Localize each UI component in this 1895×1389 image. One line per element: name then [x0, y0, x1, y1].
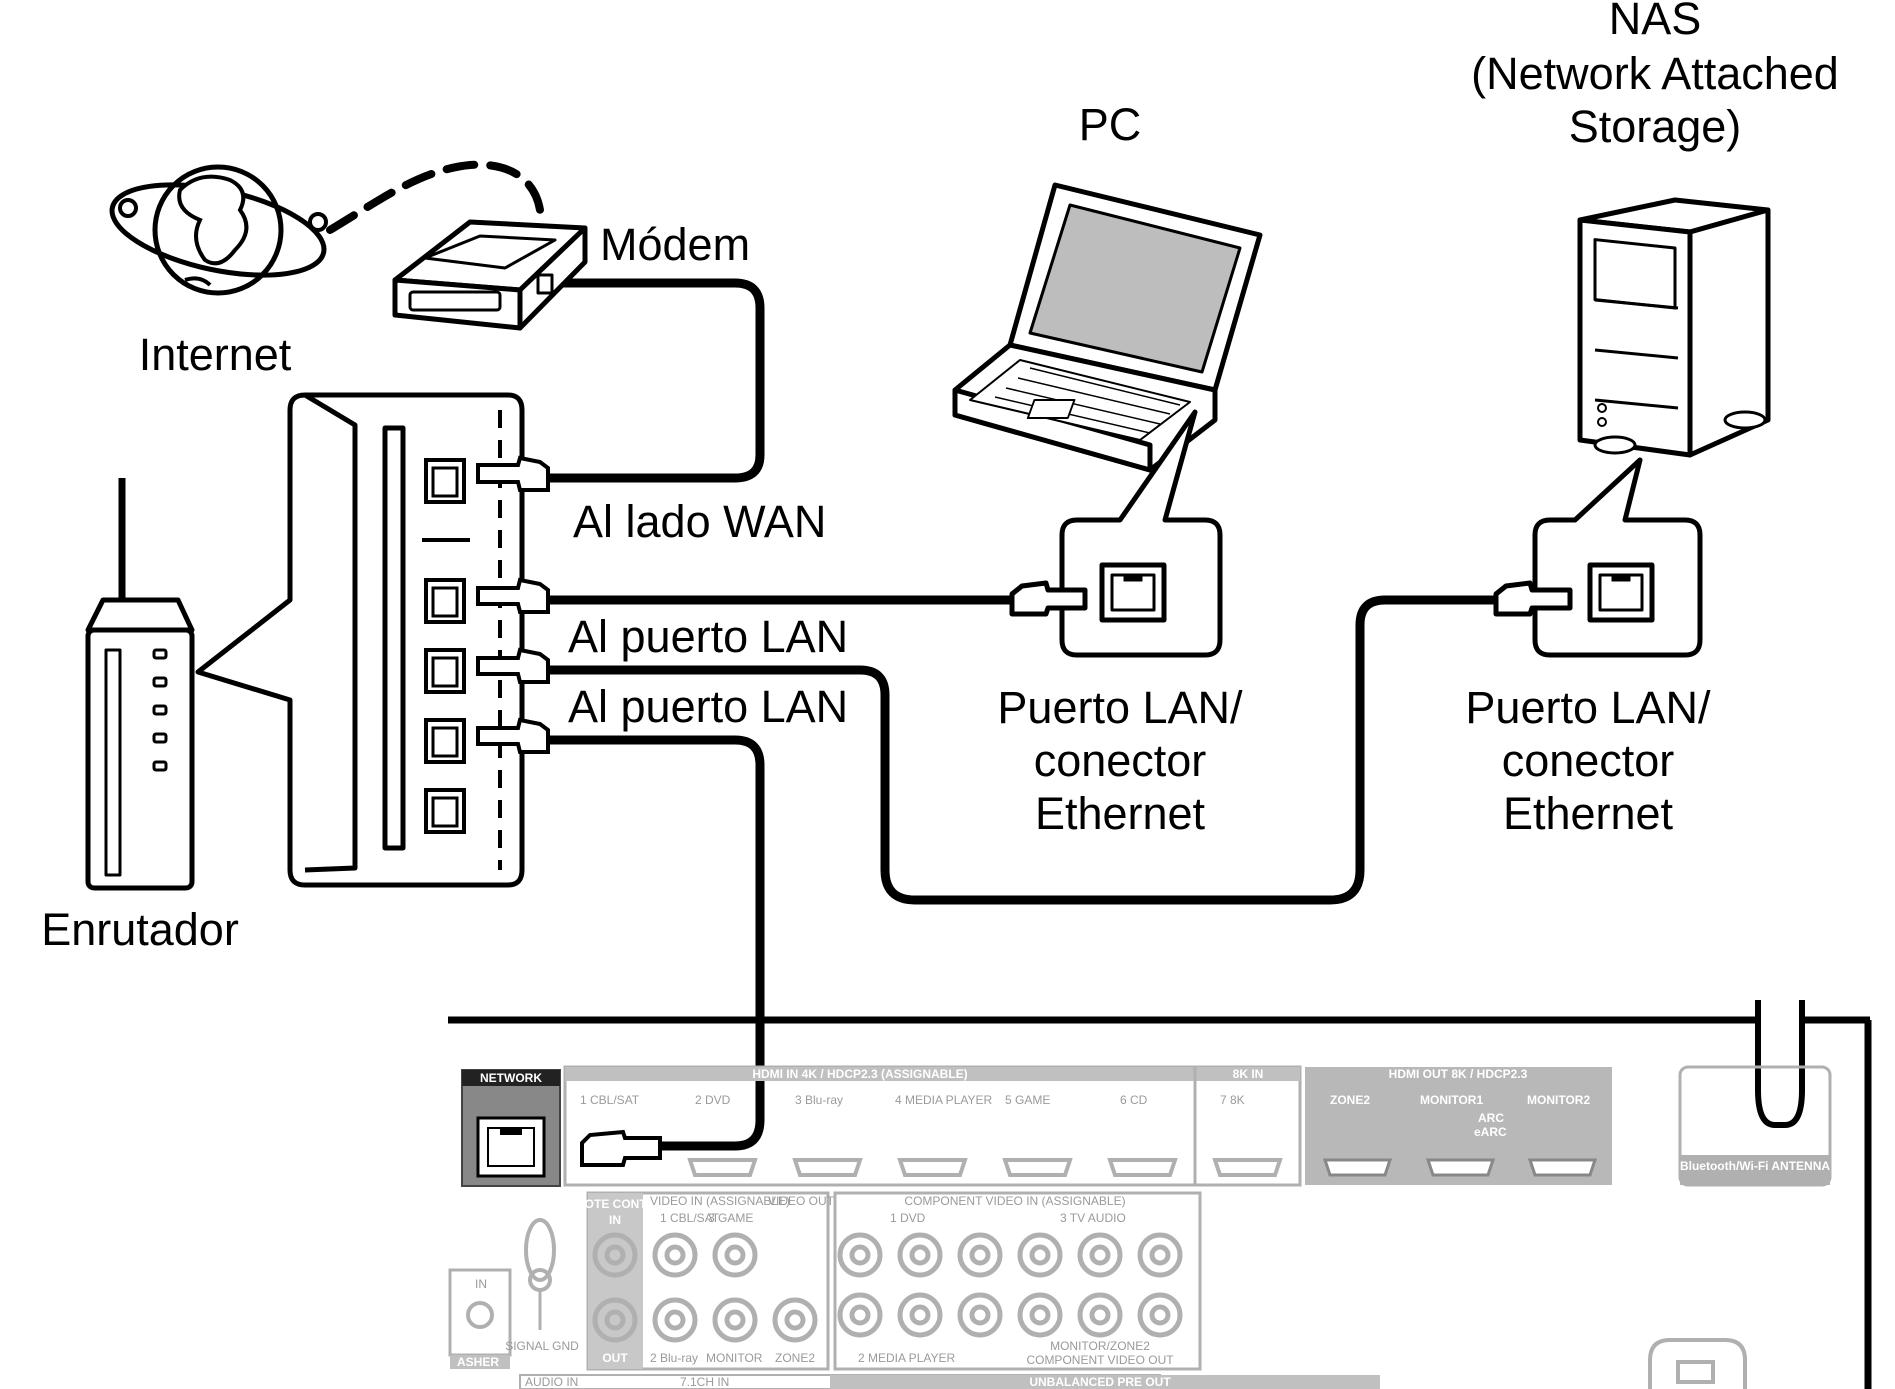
nas-title-line3: Storage): [1569, 101, 1742, 152]
blu-ray-label: 2 Blu-ray: [650, 1351, 698, 1365]
in-label: IN: [475, 1277, 487, 1291]
video-in-label: VIDEO IN (ASSIGNABLE): [650, 1194, 790, 1208]
hdmi-out-section: HDMI OUT 8K / HDCP2.3 ZONE2 MONITOR1 MON…: [1305, 1067, 1612, 1185]
globe-icon: [109, 164, 328, 296]
game-label: 3 GAME: [708, 1211, 753, 1225]
nas-cable: [540, 595, 1500, 905]
hdmi-port-label: 2 DVD: [695, 1093, 731, 1107]
video-out-label: VIDEO OUT: [768, 1194, 835, 1208]
ethernet-plug-icon: [476, 577, 550, 614]
pc-port-label-line3: Ethernet: [1035, 788, 1206, 839]
earc-label: eARC: [1474, 1125, 1507, 1139]
remote-in-label: IN: [609, 1213, 621, 1227]
hdmi-port-label: 1 CBL/SAT: [580, 1093, 640, 1107]
tv-audio-label: 3 TV AUDIO: [1060, 1211, 1126, 1225]
router-lan-port-3: [424, 718, 466, 764]
remote-control-label: REMOTE CONTROL: [558, 1197, 672, 1211]
router-plugs: [476, 455, 550, 754]
monitor-zone2-label: MONITOR/ZONE2: [1050, 1339, 1150, 1353]
hdmi-port-label: 5 GAME: [1005, 1093, 1050, 1107]
unbalanced-pre-out-label: UNBALANCED PRE OUT: [1029, 1375, 1171, 1389]
media-player-label: 2 MEDIA PLAYER: [858, 1351, 955, 1365]
receiver-cable: [540, 735, 765, 1151]
arc-label: ARC: [1478, 1111, 1504, 1125]
antenna-label: Bluetooth/Wi-Fi ANTENNA: [1680, 1159, 1830, 1173]
laptop-icon: [952, 182, 1263, 473]
flasher-label: ASHER: [457, 1355, 499, 1369]
pc-port-label-line1: Puerto LAN/: [997, 682, 1243, 733]
audio-in-label: AUDIO IN: [525, 1375, 578, 1389]
pc-port-callout: [1009, 409, 1223, 658]
cbl-sat-label: 1 CBL/SAT: [660, 1211, 720, 1225]
signal-gnd-label: SIGNAL GND: [505, 1339, 579, 1353]
left-misc-section: IN ASHER SIGNAL GND: [448, 1218, 579, 1369]
hdmi-in-label: HDMI IN 4K / HDCP2.3 (ASSIGNABLE): [752, 1067, 967, 1081]
ethernet-plug-icon: [580, 1129, 662, 1167]
hdmi-port-label: 3 Blu-ray: [795, 1093, 843, 1107]
hdmi-port-label: 6 CD: [1120, 1093, 1148, 1107]
ethernet-port-icon: [1587, 562, 1655, 623]
remote-out-label: OUT: [602, 1351, 628, 1365]
pc-port-label-line2: conector: [1034, 735, 1207, 786]
wan-cable: [530, 278, 765, 483]
ethernet-port-icon: [1099, 562, 1167, 623]
lan-port-label-1: Al puerto LAN: [568, 611, 848, 662]
71ch-in-label: 7.1CH IN: [680, 1375, 729, 1389]
antenna-port: Bluetooth/Wi-Fi ANTENNA: [1678, 1065, 1832, 1187]
nas-port-label-line2: conector: [1502, 735, 1675, 786]
nas-icon: [1577, 197, 1771, 458]
hdmi-out-label: HDMI OUT 8K / HDCP2.3: [1389, 1067, 1528, 1081]
network-label: NETWORK: [480, 1071, 542, 1085]
hdmi-in-section: HDMI IN 4K / HDCP2.3 (ASSIGNABLE) 1 CBL/…: [563, 1065, 1302, 1187]
router-port-callout: [195, 392, 525, 888]
diagram-labels: NAS (Network Attached Storage) PC Módem …: [41, 0, 1839, 955]
monitor-label: MONITOR: [706, 1351, 763, 1365]
pc-title: PC: [1079, 99, 1142, 150]
nas-title-line1: NAS: [1609, 0, 1702, 44]
audio-bottom-row: AUDIO IN 7.1CH IN UNBALANCED PRE OUT: [519, 1374, 1380, 1389]
router-lan-port-1: [424, 578, 466, 624]
component-video-in-label: COMPONENT VIDEO IN (ASSIGNABLE): [904, 1194, 1125, 1208]
ethernet-plug-icon: [1009, 580, 1088, 617]
antenna-icon: [1755, 1000, 1805, 1128]
8k-port-label: 7 8K: [1220, 1093, 1245, 1107]
hdmi-out-port-label: ZONE2: [1330, 1093, 1370, 1107]
internet-link-dashed: [326, 160, 544, 234]
cables: [326, 160, 1500, 1151]
ethernet-plug-icon: [476, 647, 550, 684]
router-lan-port-4: [424, 788, 466, 834]
hdmi-port-label: 4 MEDIA PLAYER: [895, 1093, 992, 1107]
component-video-out-label: COMPONENT VIDEO OUT: [1026, 1353, 1174, 1367]
ethernet-plug-icon: [476, 717, 550, 754]
modem-label: Módem: [600, 219, 750, 270]
component-video-section: COMPONENT VIDEO IN (ASSIGNABLE) 1 DVD 3 …: [833, 1191, 1202, 1371]
router-label: Enrutador: [41, 904, 239, 955]
internet-label: Internet: [139, 329, 292, 380]
receiver-rear-panel: NETWORK HDMI IN 4K / HDCP2.3 (ASSIGNABLE…: [448, 1000, 1872, 1389]
lan-port-label-2: Al puerto LAN: [568, 681, 848, 732]
video-section: REMOTE CONTROL IN OUT VIDEO IN (ASSIGNAB…: [558, 1191, 835, 1371]
ethernet-plug-icon: [476, 455, 550, 492]
nas-port-callout: [1493, 457, 1703, 658]
hdmi-out-port-label: MONITOR2: [1527, 1093, 1590, 1107]
hdmi-out-port-label: MONITOR1: [1420, 1093, 1483, 1107]
dvd-label: 1 DVD: [890, 1211, 926, 1225]
modem-icon: [392, 219, 588, 331]
8k-in-label: 8K IN: [1233, 1067, 1264, 1081]
wan-side-label: Al lado WAN: [573, 496, 826, 547]
network-port: NETWORK: [461, 1069, 561, 1187]
nas-title-line2: (Network Attached: [1471, 48, 1839, 99]
router-wan-port: [424, 458, 466, 504]
router-icon: [85, 478, 195, 891]
nas-port-label-line3: Ethernet: [1503, 788, 1674, 839]
router-lan-port-2: [424, 648, 466, 694]
router-lan-ports: [424, 458, 466, 834]
zone2-label: ZONE2: [775, 1351, 815, 1365]
power-inlet: [1648, 1338, 1747, 1389]
nas-port-label-line1: Puerto LAN/: [1465, 682, 1711, 733]
ethernet-plug-icon: [1493, 580, 1573, 617]
